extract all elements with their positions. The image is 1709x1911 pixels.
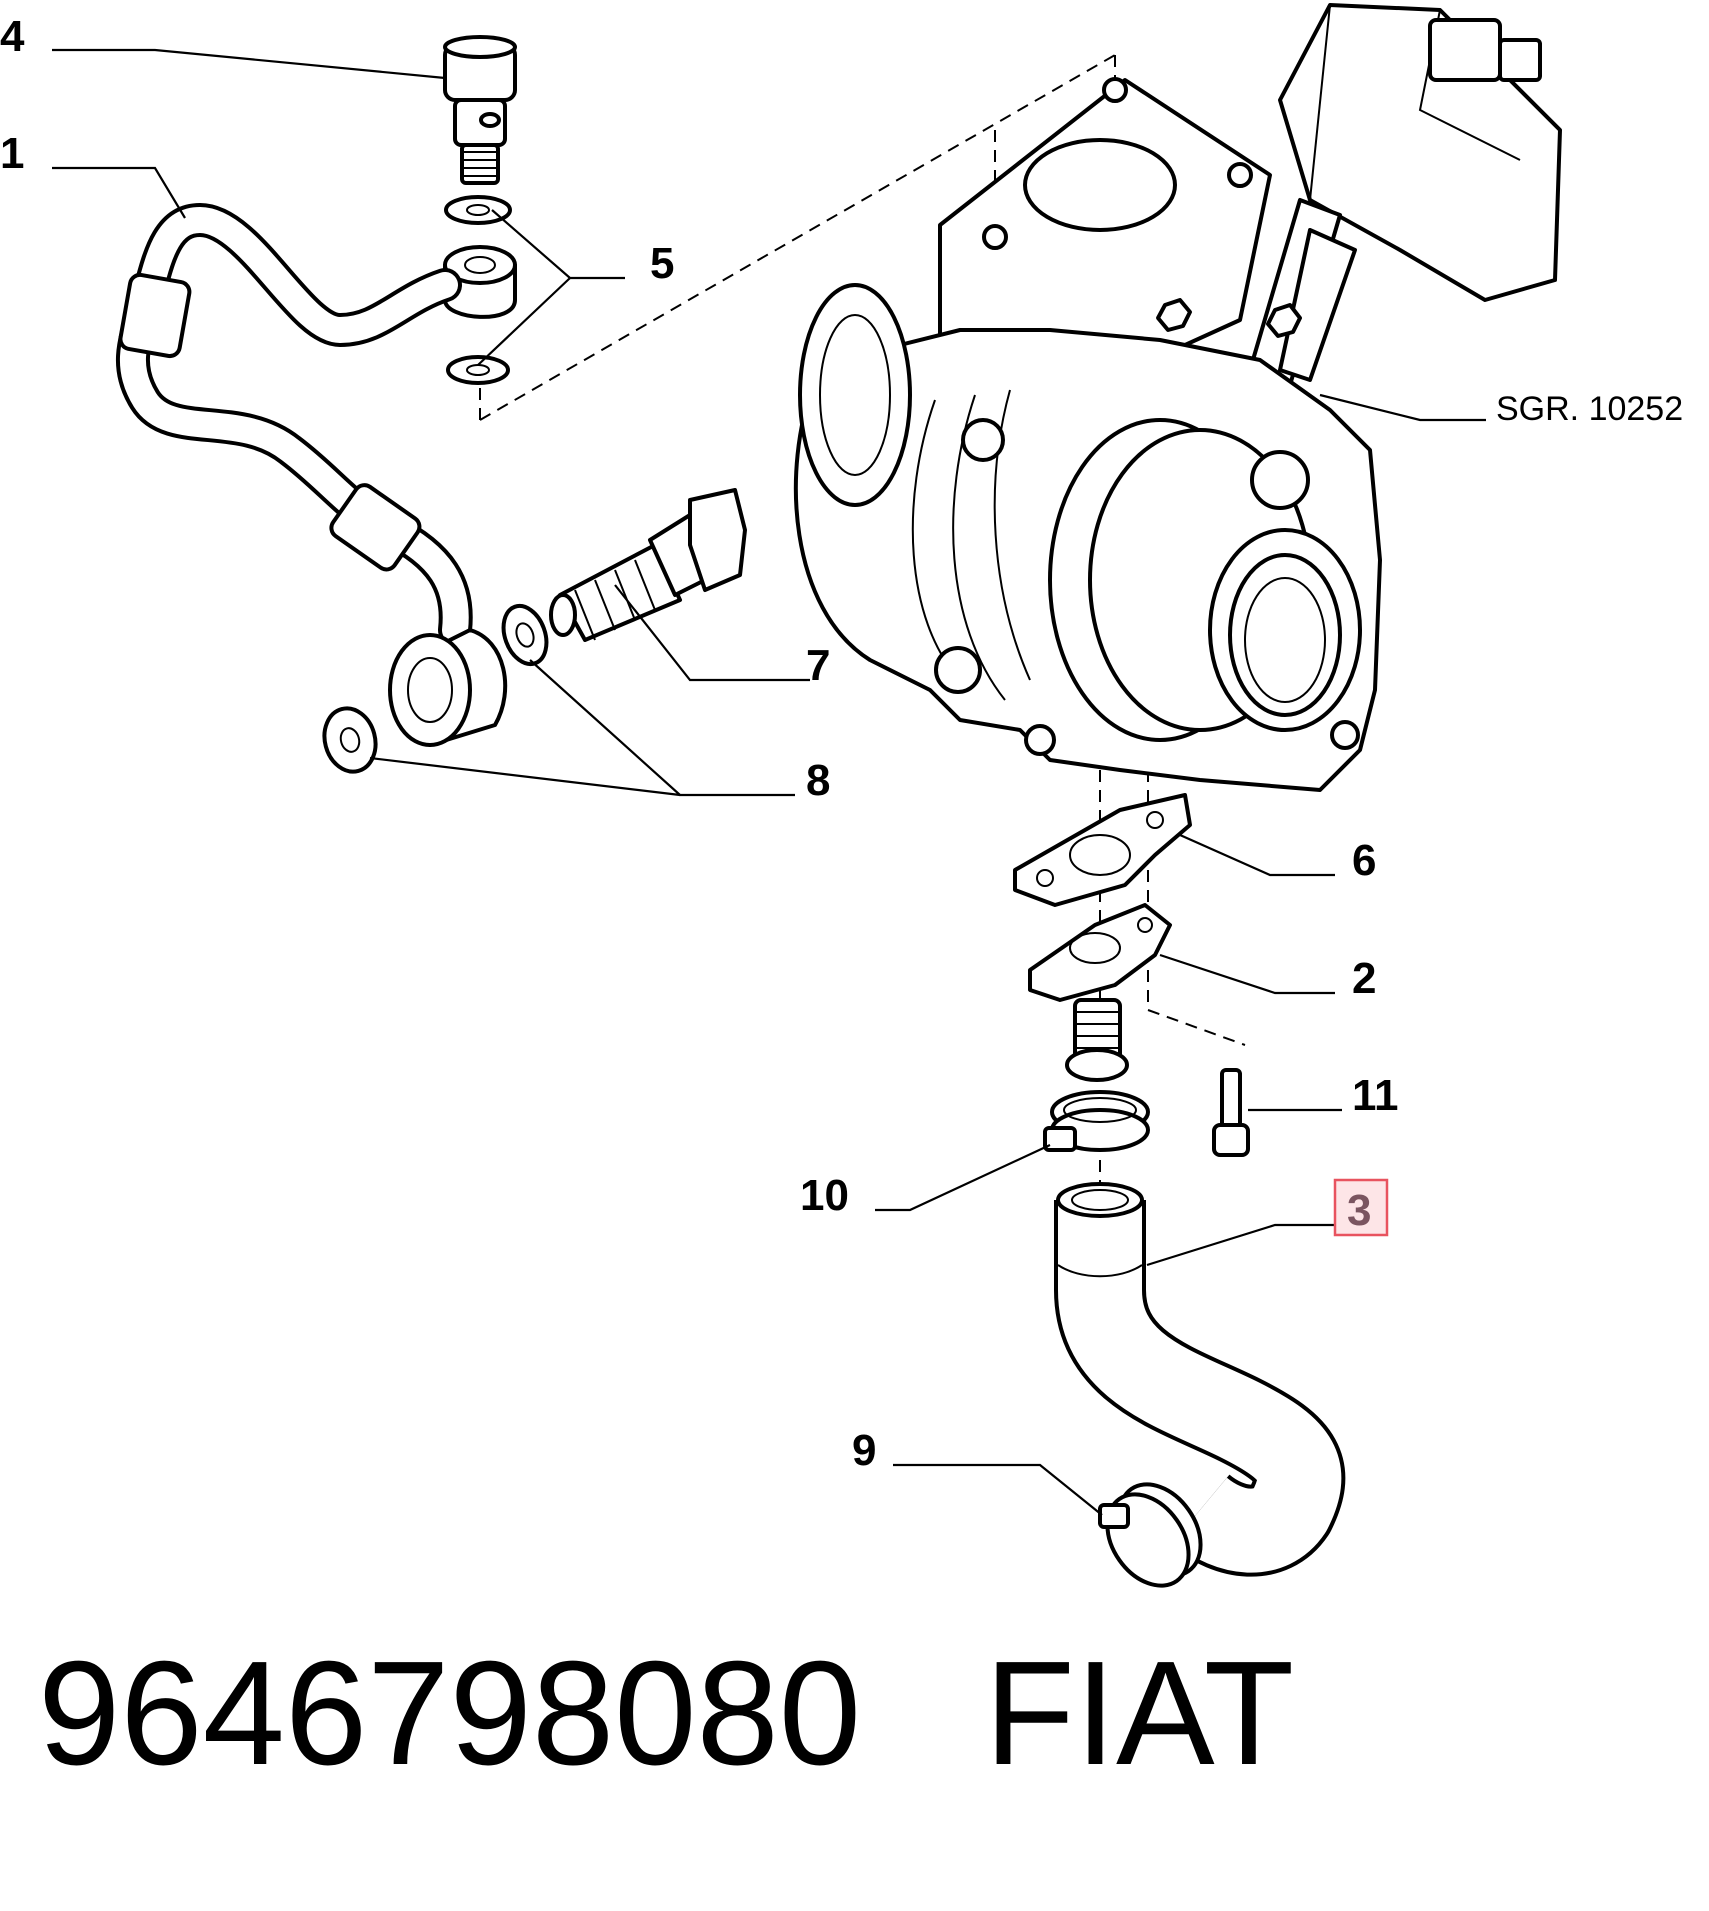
copper-washer-icon — [444, 195, 512, 385]
hollow-bolt-icon — [549, 488, 747, 642]
banjo-fitting-icon — [443, 245, 517, 319]
hose-clamp-icon — [1043, 1090, 1150, 1152]
highlight-box — [1333, 1178, 1389, 1237]
banjo-bolt-icon — [443, 35, 517, 185]
callout-3: 3 — [1347, 1186, 1371, 1235]
brand-name: FIAT — [984, 1631, 1295, 1796]
callout-4: 4 — [0, 12, 25, 61]
callout-2: 2 — [1352, 954, 1376, 1003]
oil-feed-pipe-icon — [115, 203, 473, 647]
callout-6: 6 — [1352, 836, 1376, 885]
leader-lines — [52, 48, 1486, 1516]
callout-1: 1 — [0, 129, 24, 178]
part-number-footer: 9646798080 FIAT — [38, 1640, 1294, 1788]
callout-8: 8 — [806, 756, 830, 805]
highlighted-callout-3: 3 — [1333, 1178, 1389, 1237]
turbocharger-icon — [793, 3, 1562, 792]
gasket-icon — [1013, 793, 1192, 907]
flange-connector-icon — [1028, 903, 1172, 1082]
callout-10: 10 — [800, 1171, 849, 1220]
sealing-washer-icon — [322, 603, 549, 774]
cap-screw-icon — [1212, 1068, 1250, 1157]
callout-7: 7 — [806, 641, 830, 690]
callout-9: 9 — [852, 1426, 876, 1475]
oil-return-hose-icon — [1054, 1182, 1346, 1577]
reference-sgr: SGR. 10252 — [1496, 390, 1683, 428]
callout-11: 11 — [1352, 1071, 1399, 1120]
part-number: 9646798080 — [38, 1631, 862, 1796]
lower-hose-clamp-icon — [1098, 1482, 1203, 1588]
banjo-eye-icon — [388, 628, 508, 747]
callout-5: 5 — [650, 239, 674, 288]
